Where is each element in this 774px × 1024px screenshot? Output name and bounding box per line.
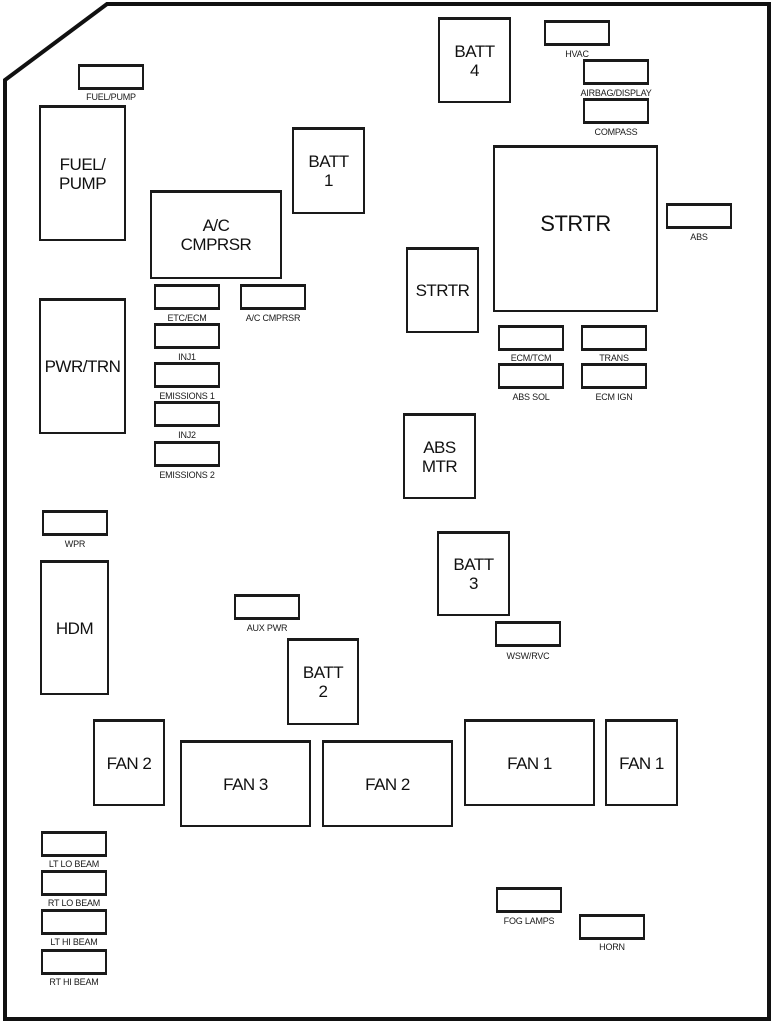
fuse-lt-lo-beam[interactable] <box>41 831 107 857</box>
fuse-compass[interactable] <box>583 98 649 124</box>
fuse-lt-hi-beam[interactable] <box>41 909 107 935</box>
relay-label: FAN 1 <box>619 753 664 773</box>
fuse-abs[interactable] <box>666 203 732 229</box>
fuse-caption: FOG LAMPS <box>503 916 555 926</box>
fuse-caption: A/C CMPRSR <box>245 313 301 323</box>
relay-label: PWR/TRN <box>44 357 121 376</box>
fuse-abs-mtr[interactable]: ABS MTR <box>403 413 476 499</box>
relay-fan1-large[interactable]: FAN 1 <box>464 719 595 806</box>
fuse-caption: COMPASS <box>594 127 638 137</box>
fuse-caption: HORN <box>599 942 625 952</box>
fuse-inj1[interactable] <box>154 323 220 349</box>
relay-label: BATT 2 <box>302 663 344 701</box>
relay-label: A/C CMPRSR <box>180 216 252 254</box>
relay-label: HDM <box>55 618 94 638</box>
relay-fan2-small[interactable]: FAN 2 <box>93 719 165 806</box>
fuse-emissions2[interactable] <box>154 441 220 467</box>
relay-label: FAN 3 <box>223 774 268 794</box>
relay-label: FAN 2 <box>365 774 410 794</box>
fuse-batt3[interactable]: BATT 3 <box>437 531 510 616</box>
fuse-wpr[interactable] <box>42 510 108 536</box>
relay-pwr-trn[interactable]: PWR/TRN <box>39 298 126 434</box>
relay-label: STRTR <box>540 211 611 236</box>
relay-label: FAN 1 <box>507 753 552 773</box>
relay-strtr-large[interactable]: STRTR <box>493 145 658 312</box>
relay-ac-cmprsr[interactable]: A/C CMPRSR <box>150 190 282 279</box>
fuse-caption: WSW/RVC <box>506 651 550 661</box>
fuse-caption: ETC/ECM <box>167 313 207 323</box>
fuse-rt-hi-beam[interactable] <box>41 949 107 975</box>
fuse-inj2[interactable] <box>154 401 220 427</box>
relay-label: BATT 4 <box>454 41 495 80</box>
relay-hdm[interactable]: HDM <box>40 560 109 695</box>
fuse-etc-ecm[interactable] <box>154 284 220 310</box>
fuse-caption: WPR <box>64 539 86 549</box>
fuse-aux-pwr[interactable] <box>234 594 300 620</box>
fuse-caption: LT HI BEAM <box>50 937 98 947</box>
relay-fuel-pump[interactable]: FUEL/ PUMP <box>39 105 126 241</box>
fuse-caption: INJ1 <box>178 352 196 362</box>
fuse-rt-lo-beam[interactable] <box>41 870 107 896</box>
relay-label: ABS MTR <box>421 437 458 476</box>
fuse-horn[interactable] <box>579 914 645 940</box>
fuse-caption: INJ2 <box>178 430 196 440</box>
fuse-caption: ECM/TCM <box>510 353 552 363</box>
fuse-caption: FUEL/PUMP <box>86 92 136 102</box>
fuse-caption: LT LO BEAM <box>48 859 100 869</box>
fuse-ecm-tcm[interactable] <box>498 325 564 351</box>
relay-label: BATT 1 <box>308 152 349 190</box>
fuse-ac-cmprsr[interactable] <box>240 284 306 310</box>
fuse-ecm-ign[interactable] <box>581 363 647 389</box>
relay-fan1-small[interactable]: FAN 1 <box>605 719 678 806</box>
fuse-batt2[interactable]: BATT 2 <box>287 638 359 725</box>
relay-fan3[interactable]: FAN 3 <box>180 740 311 827</box>
relay-label: FUEL/ PUMP <box>58 154 107 193</box>
fuse-caption: EMISSIONS 1 <box>159 391 215 401</box>
fuse-caption: AIRBAG/DISPLAY <box>580 88 652 98</box>
fuse-caption: ABS SOL <box>512 392 550 402</box>
fuse-caption: EMISSIONS 2 <box>159 470 215 480</box>
fuse-wsw-rvc[interactable] <box>495 621 561 647</box>
relay-label: BATT 3 <box>453 555 494 593</box>
fuse-emissions1[interactable] <box>154 362 220 388</box>
fuse-trans[interactable] <box>581 325 647 351</box>
fuse-caption: HVAC <box>565 49 589 59</box>
fuse-caption: ECM IGN <box>595 392 633 402</box>
relay-fan2-large[interactable]: FAN 2 <box>322 740 453 827</box>
fuse-caption: RT LO BEAM <box>47 898 101 908</box>
fuse-caption: TRANS <box>599 353 629 363</box>
fuse-caption: AUX PWR <box>246 623 288 633</box>
fuse-caption: RT HI BEAM <box>49 977 99 987</box>
relay-label: FAN 2 <box>106 753 152 773</box>
fuse-airbag-display[interactable] <box>583 59 649 85</box>
fuse-batt4[interactable]: BATT 4 <box>438 17 511 103</box>
relay-strtr-small[interactable]: STRTR <box>406 247 479 333</box>
fuse-abs-sol[interactable] <box>498 363 564 389</box>
fuse-hvac[interactable] <box>544 20 610 46</box>
fuse-fuel-pump[interactable] <box>78 64 144 90</box>
fuse-fog-lamps[interactable] <box>496 887 562 913</box>
fuse-caption: ABS <box>690 232 708 242</box>
relay-label: STRTR <box>415 281 470 300</box>
fuse-batt1[interactable]: BATT 1 <box>292 127 365 214</box>
